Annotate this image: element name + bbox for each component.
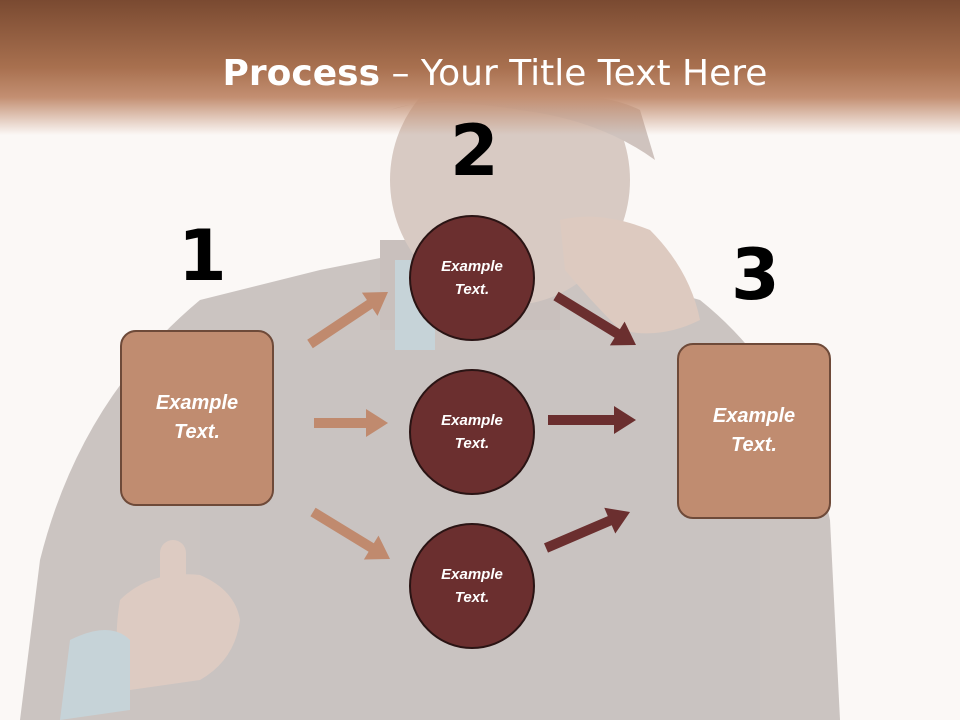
arrow-bottom-to-right (544, 507, 630, 553)
arrow-middle-to-right (548, 406, 636, 434)
circle-top-text: Example Text. (441, 258, 503, 298)
arrow-left-to-bottom (310, 507, 390, 560)
title-rest: – Your Title Text Here (380, 53, 768, 94)
step-number-1: 1 (178, 215, 227, 297)
circle-bottom-text: Example Text. (441, 566, 503, 606)
left-box-text: Example Text. (155, 392, 239, 443)
right-box-text: Example Text. (712, 405, 796, 456)
arrow-left-to-top (307, 292, 388, 349)
step-number-2: 2 (450, 110, 499, 192)
left-box: Example Text. (120, 330, 274, 506)
step-number-3: 3 (731, 234, 780, 316)
title-bold: Process (222, 53, 381, 94)
circle-bottom: Example Text. (409, 523, 535, 649)
circle-top: Example Text. (409, 215, 535, 341)
title-bar (0, 0, 960, 135)
right-box: Example Text. (677, 343, 831, 519)
arrow-left-to-middle (314, 409, 388, 437)
arrow-top-to-right (553, 291, 636, 346)
circle-middle: Example Text. (409, 369, 535, 495)
slide-title: Process – Your Title Text Here (0, 52, 960, 96)
circle-middle-text: Example Text. (441, 412, 503, 452)
